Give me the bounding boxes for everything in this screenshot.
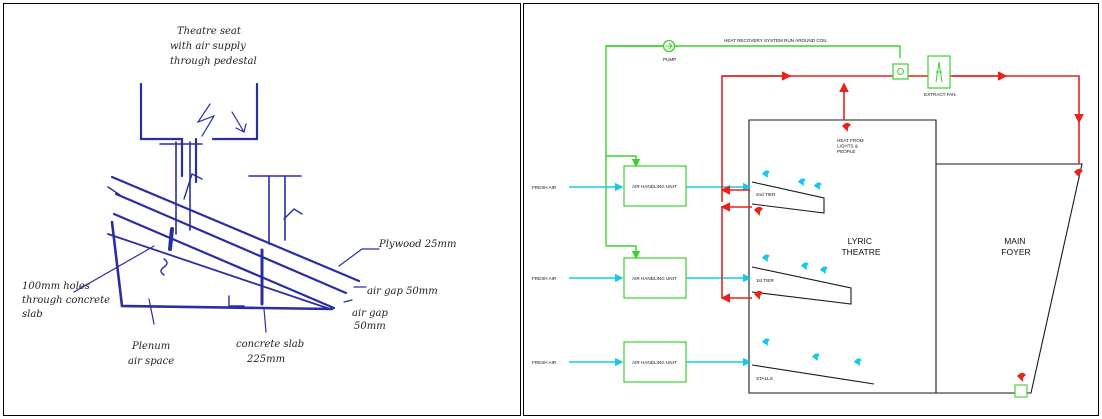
cyan-glyph — [854, 358, 862, 366]
theatre-label: LYRIC THEATRE — [841, 236, 880, 257]
seat-upright-left — [139, 82, 184, 178]
fresh-air-label-2: FRESH AIR — [532, 276, 557, 281]
concrete-slab-top — [112, 212, 336, 310]
air-gap-layer — [114, 192, 348, 295]
stalls-rake — [751, 364, 875, 385]
cyan-glyph — [762, 338, 770, 346]
heat-label: HEAT FROM LIGHTS & PEOPLE — [837, 138, 865, 154]
fan-label: EXTRACT FAN — [924, 92, 956, 97]
extract-to-foyer — [950, 75, 1084, 124]
plenum-leader — [148, 298, 155, 325]
cyan-glyph — [762, 170, 770, 178]
ahu-label-1: AIR HANDLING UNIT — [632, 184, 677, 189]
cyan-glyph — [762, 254, 770, 262]
note-arrow — [231, 111, 247, 133]
second-tier-balcony — [751, 181, 825, 214]
holes-leader — [73, 245, 155, 293]
cyan-glyph — [820, 266, 828, 274]
cyan-glyph — [814, 182, 822, 190]
main-foyer-outline — [936, 163, 1083, 394]
fresh-air-label-3: FRESH AIR — [532, 360, 557, 365]
foyer-label: MAIN FOYER — [1001, 236, 1030, 257]
air-handling-unit-3 — [623, 341, 687, 383]
heat-recovery-loop — [605, 45, 901, 246]
loop-branch-ahu-1 — [606, 155, 641, 168]
red-glyph — [842, 122, 851, 132]
coil-symbol-icon — [897, 68, 904, 75]
red-heat-glyphs — [754, 122, 1083, 382]
loop-branch-ahu-2 — [606, 245, 641, 260]
slab-label: concrete slab 225mm — [236, 339, 307, 365]
cyan-heat-glyphs — [762, 170, 862, 366]
first-tier-label: 1st TIER — [756, 278, 774, 283]
airflow-arrow-left — [183, 173, 203, 200]
airgap2-label: air gap 50mm — [352, 308, 391, 332]
slab-hole-left — [168, 227, 174, 251]
plenum-triangle — [110, 220, 334, 311]
theatre-ventilation-schematic: HEAT RECOVERY SYSTEM RUN AROUND COIL PUM… — [532, 38, 1084, 398]
air-handling-unit-1 — [623, 165, 687, 207]
lightning-arrow — [196, 103, 216, 137]
red-glyph — [754, 206, 763, 216]
hand-sketch-panel: Theatre seat with air supply through ped… — [3, 3, 521, 416]
pump-arrow-icon — [666, 42, 673, 50]
plywood-layer — [110, 175, 361, 283]
airflow-arrow-right — [283, 208, 303, 220]
heat-recovery-coil-icon — [892, 63, 909, 80]
cyan-glyph — [798, 178, 806, 186]
seat-note: Theatre seat with air supply through ped… — [170, 26, 257, 67]
holes-label: 100mm holes through concrete slab — [22, 281, 113, 320]
stalls-label: STALLS — [756, 376, 773, 381]
loop-label: HEAT RECOVERY SYSTEM RUN AROUND COIL — [724, 38, 827, 43]
concrete-slab-bottom — [107, 233, 331, 310]
layer-end — [107, 186, 121, 196]
airgap1-label: air gap 50mm — [367, 286, 438, 297]
fan-blade-icon — [935, 61, 943, 83]
fresh-air-label-1: FRESH AIR — [532, 185, 557, 190]
ahu-label-3: AIR HANDLING UNIT — [632, 360, 677, 365]
plenum-label: Plenum air space — [128, 341, 174, 367]
second-tier-label: 2nd TIER — [756, 192, 776, 197]
seat-upright-right — [211, 82, 259, 141]
plywood-label: Plywood 25mm — [378, 239, 456, 250]
airflow-squiggle — [160, 258, 168, 276]
cyan-glyph — [801, 262, 809, 270]
cyan-glyph — [812, 353, 820, 361]
seat-plenum-sketch: Theatre seat with air supply through ped… — [22, 26, 456, 367]
right-angle-mark — [228, 295, 245, 307]
ventilation-schematic-panel: HEAT RECOVERY SYSTEM RUN AROUND COIL PUM… — [523, 3, 1099, 416]
first-tier-balcony — [751, 266, 852, 305]
extract-riser — [721, 75, 893, 202]
pump-label: PUMP — [663, 57, 676, 62]
airgap2-leader — [343, 299, 353, 303]
red-glyph — [1074, 168, 1083, 178]
ahu-label-2: AIR HANDLING UNIT — [632, 276, 677, 281]
red-glyph — [1017, 372, 1026, 382]
slab-leader — [263, 308, 267, 333]
plywood-leader — [338, 248, 380, 267]
red-glyph — [754, 290, 763, 300]
foyer-grille-icon — [1014, 384, 1028, 398]
